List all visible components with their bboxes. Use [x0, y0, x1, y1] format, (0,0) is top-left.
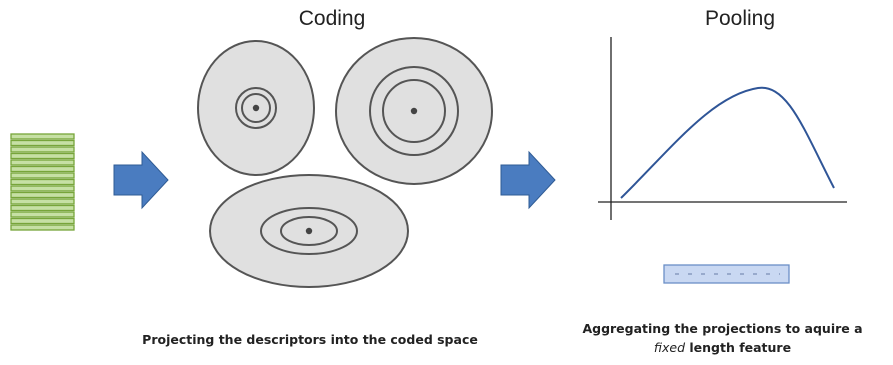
pooling-title: Pooling — [704, 7, 776, 30]
codeword-top-right — [335, 37, 493, 185]
descriptor — [10, 152, 75, 160]
pooling-caption-line1: Aggregating the projections to aquire a — [582, 321, 863, 336]
codeword-ring — [241, 93, 271, 123]
descriptor — [10, 133, 75, 140]
pooling-arrow — [500, 150, 556, 210]
pooling-caption-line2-rest: length feature — [685, 340, 792, 355]
descriptor — [10, 159, 75, 166]
codeword-center — [252, 104, 260, 112]
descriptor — [10, 185, 75, 192]
descriptor — [10, 224, 75, 231]
coding-title: Coding — [298, 7, 366, 30]
codeword-bottom — [209, 174, 409, 288]
descriptor — [10, 204, 75, 212]
descriptor — [10, 211, 75, 218]
codeword-ring — [382, 79, 446, 143]
descriptor — [10, 217, 75, 225]
descriptor — [10, 165, 75, 173]
descriptor — [10, 146, 75, 153]
codeword-ring — [280, 216, 338, 246]
descriptor — [10, 139, 75, 147]
codeword-ring — [235, 87, 277, 129]
descriptor-stack — [10, 133, 75, 231]
coding-caption: Projecting the descriptors into the code… — [142, 332, 478, 347]
codeword-ring — [369, 66, 459, 156]
codeword-ring — [260, 207, 358, 255]
codeword-top-left — [197, 40, 315, 176]
fixed-length-feature — [663, 264, 790, 284]
descriptor — [10, 172, 75, 179]
descriptor — [10, 191, 75, 199]
codeword-center — [410, 107, 418, 115]
fixed-emphasis: fixed — [653, 340, 686, 355]
pooling-caption: Aggregating the projections to aquire a … — [555, 319, 890, 357]
coding-arrow — [113, 150, 169, 210]
codeword-center — [305, 227, 313, 235]
pooling-curve — [620, 86, 835, 199]
descriptor — [10, 178, 75, 186]
pooling-caption-line2: fixed length feature — [555, 338, 890, 357]
descriptor — [10, 198, 75, 205]
